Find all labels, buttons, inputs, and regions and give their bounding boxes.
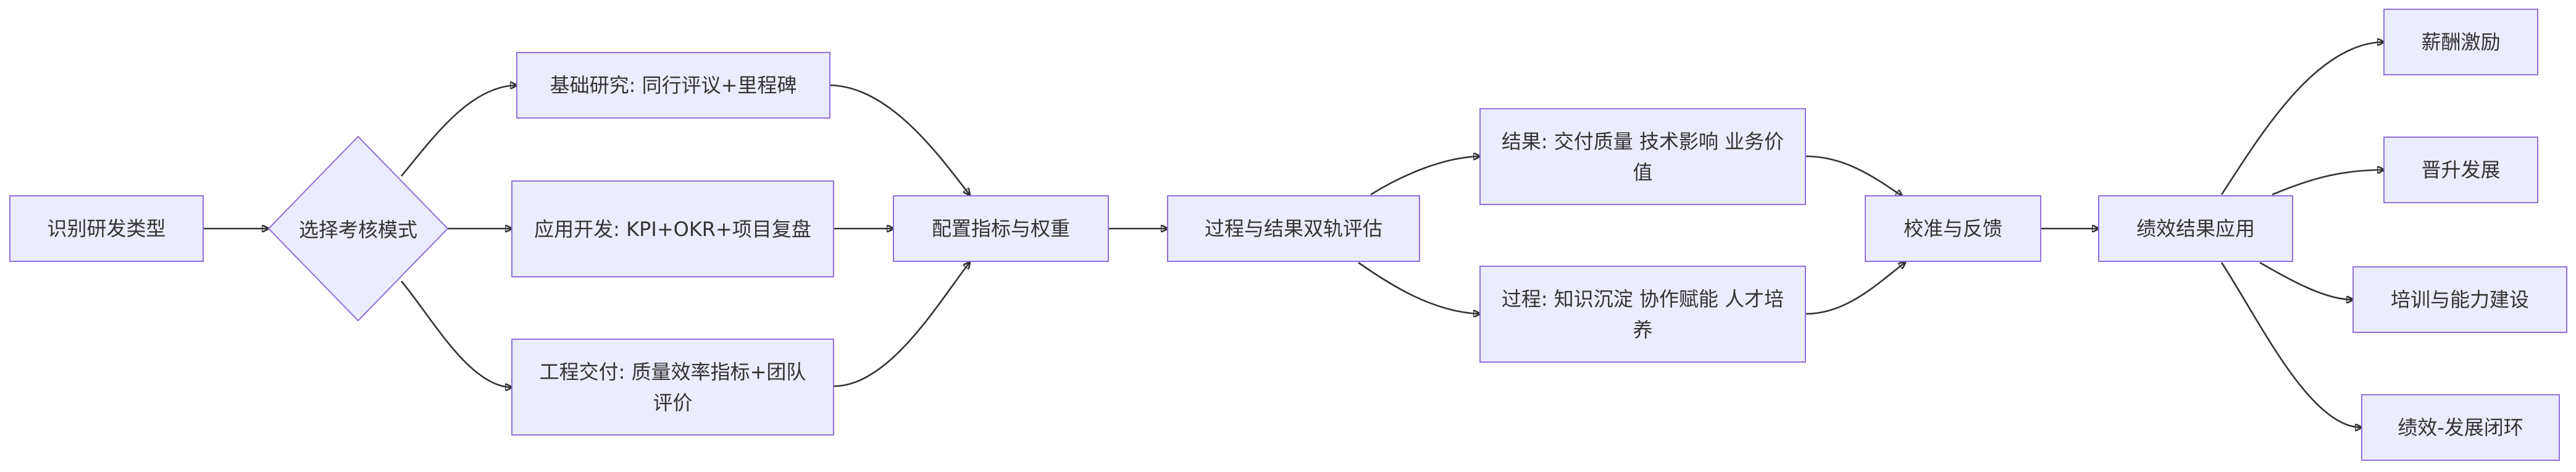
node-result-dimension[interactable]: 结果: 交付质量 技术影响 业务价值 (1479, 108, 1806, 205)
diamond-shape (268, 136, 448, 321)
node-process-dimension[interactable]: 过程: 知识沉淀 协作赋能 人才培养 (1479, 266, 1806, 363)
edge-n11-n15 (2220, 262, 2361, 428)
node-engineering-delivery[interactable]: 工程交付: 质量效率指标+团队评价 (511, 339, 834, 436)
node-application-dev[interactable]: 应用开发: KPI+OKR+项目复盘 (511, 180, 834, 277)
edge-n11-n14 (2259, 261, 2352, 300)
node-dual-track-evaluation[interactable]: 过程与结果双轨评估 (1167, 195, 1420, 262)
edge-n7-n8 (1370, 156, 1479, 196)
node-performance-application[interactable]: 绩效结果应用 (2098, 195, 2293, 262)
edge-n11-n13 (2272, 170, 2383, 196)
node-identify-rd-type[interactable]: 识别研发类型 (9, 195, 204, 262)
node-configure-metrics[interactable]: 配置指标与权重 (893, 195, 1109, 262)
node-promotion-development[interactable]: 晋升发展 (2383, 137, 2538, 203)
edge-n9-n10 (1805, 263, 1905, 315)
edge-n11-n12 (2220, 42, 2383, 195)
diamond-label: 选择考核模式 (298, 218, 417, 242)
edge-n5-n6 (834, 263, 969, 387)
edge-n2-n3 (401, 85, 516, 177)
node-compensation-incentive[interactable]: 薪酬激励 (2383, 9, 2538, 75)
edge-n7-n9 (1358, 261, 1479, 314)
edge-n8-n10 (1805, 155, 1902, 196)
node-select-assessment-mode[interactable]: 选择考核模式 (268, 136, 448, 321)
node-training-capability[interactable]: 培训与能力建设 (2352, 266, 2567, 333)
node-basic-research[interactable]: 基础研究: 同行评议+里程碑 (516, 52, 830, 119)
edge-n2-n5 (401, 280, 511, 387)
node-calibration-feedback[interactable]: 校准与反馈 (1865, 195, 2041, 262)
edge-n3-n6 (830, 84, 969, 195)
node-performance-development-loop[interactable]: 绩效-发展闭环 (2361, 394, 2560, 461)
